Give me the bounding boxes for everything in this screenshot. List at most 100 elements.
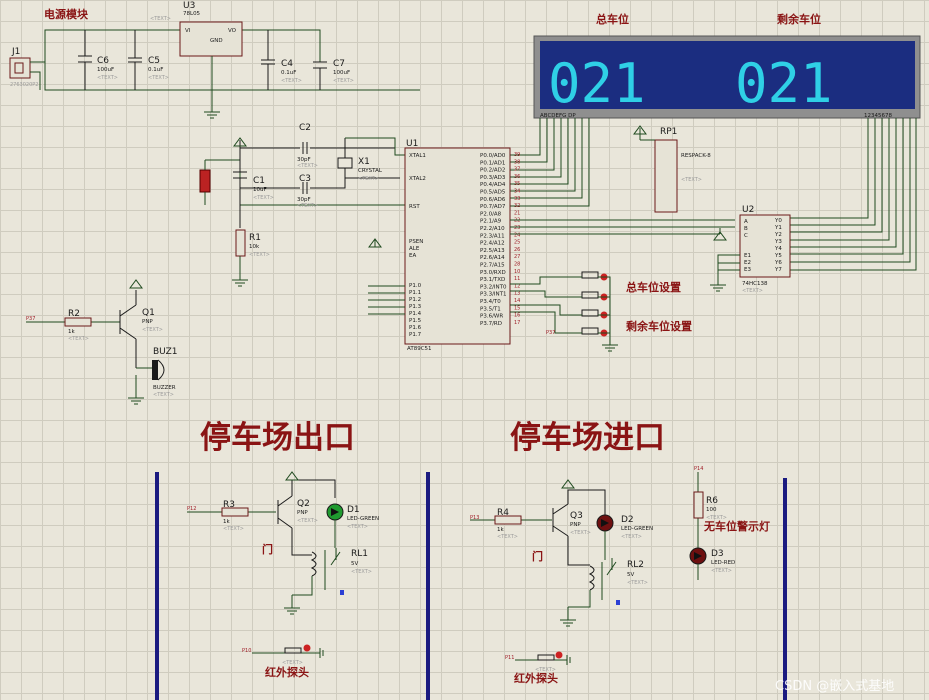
c1-capacitor[interactable]: C1 10uF: [233, 137, 267, 228]
u1-pin-label: P3.2/INT0: [480, 284, 507, 290]
u1-pin-label: PSEN: [409, 239, 423, 245]
svg-text:<TEXT>: <TEXT>: [627, 580, 648, 586]
net-label-p37-q1: P37: [26, 316, 35, 322]
u1-pin-label: P3.3/INT1: [480, 292, 507, 298]
c7-capacitor[interactable]: C7 100uF: [313, 59, 350, 90]
u2-pin-label: Y3: [774, 239, 782, 245]
r2-resistor[interactable]: R2 1k: [26, 309, 120, 335]
u1-pin-label: P2.4/A12: [480, 241, 505, 247]
svg-text:R4: R4: [497, 508, 509, 518]
u1-pin-label: P3.5/T1: [480, 306, 501, 312]
r4-resistor[interactable]: R4 1k: [470, 508, 552, 533]
no-slot-warning-label: 无车位警示灯: [703, 519, 770, 533]
exit-ir-sensor[interactable]: [252, 644, 324, 659]
x1-crystal[interactable]: X1 CRYSTAL: [337, 137, 410, 178]
svg-text:RL1: RL1: [351, 549, 368, 559]
rp1-resistor-pack[interactable]: RP1 RESPACK-8: [633, 125, 711, 213]
svg-text:30pF: 30pF: [297, 157, 311, 163]
r1-resistor[interactable]: R1 10k: [232, 229, 261, 287]
c5-capacitor[interactable]: C5 0.1uF: [128, 30, 163, 90]
d1-led[interactable]: D1 LED-GREEN: [326, 503, 379, 548]
svg-text:<TEXT>: <TEXT>: [148, 75, 169, 81]
svg-text:Q3: Q3: [570, 511, 583, 521]
u1-pin-number: 38: [514, 159, 520, 165]
svg-text:VO: VO: [228, 28, 237, 34]
d3-led[interactable]: D3 LED-RED: [689, 547, 735, 580]
svg-text:C4: C4: [281, 59, 293, 69]
svg-text:0.1uF: 0.1uF: [281, 70, 296, 76]
u1-pin-number: 11: [514, 276, 520, 282]
reset-button[interactable]: [199, 159, 240, 205]
r3-resistor[interactable]: R3 1k: [187, 500, 276, 525]
rl1-relay[interactable]: RL1 5V: [292, 548, 368, 596]
c6-capacitor[interactable]: C6 100uF: [78, 30, 114, 90]
svg-text:<TEXT>: <TEXT>: [97, 75, 118, 81]
svg-text:<TEXT>: <TEXT>: [297, 203, 318, 209]
svg-text:1k: 1k: [497, 527, 504, 533]
j1-connector[interactable]: J1 2763020P2: [9, 47, 38, 88]
q1-transistor[interactable]: Q1 PNP: [119, 279, 155, 368]
u1-pin-label: P0.0/AD0: [480, 153, 506, 159]
u1-pin-number: 39: [514, 152, 520, 158]
c3-capacitor[interactable]: C3 30pF: [240, 174, 400, 203]
u1-pin-label: P0.6/AD6: [480, 197, 506, 203]
u1-pin-number: 32: [514, 203, 520, 209]
u1-pin-number: 37: [514, 167, 520, 173]
svg-text:<TEXT>: <TEXT>: [347, 524, 368, 530]
svg-text:BUZZER: BUZZER: [153, 385, 176, 391]
entrance-ir-sensor[interactable]: [515, 651, 571, 666]
svg-text:<TEXT>: <TEXT>: [281, 78, 302, 84]
svg-text:1k: 1k: [223, 519, 230, 525]
svg-text:C2: C2: [299, 123, 311, 133]
u1-pin-label: P0.7/AD7: [480, 204, 506, 210]
svg-text:74HC138: 74HC138: [742, 281, 768, 287]
svg-text:<TEXT>: <TEXT>: [570, 530, 591, 536]
svg-text:PNP: PNP: [570, 522, 581, 528]
total-digits: 021: [548, 52, 646, 115]
remaining-set-buttons[interactable]: [510, 304, 618, 352]
svg-text:78L05: 78L05: [183, 11, 201, 17]
u2-pin-label: Y2: [774, 232, 782, 238]
d2-led[interactable]: D2 LED-GREEN: [596, 514, 653, 560]
c2-capacitor[interactable]: C2 30pF: [240, 123, 395, 163]
total-set-buttons[interactable]: [510, 271, 611, 345]
buz1-buzzer[interactable]: BUZ1 BUZZER: [128, 347, 178, 405]
u1-microcontroller[interactable]: U1 AT89C51 XTAL1XTAL2RSTPSENALEEAP1.0P1.…: [404, 139, 520, 352]
svg-text:100uF: 100uF: [97, 67, 114, 73]
svg-text:D2: D2: [621, 515, 634, 525]
q3-transistor[interactable]: Q3 PNP: [552, 479, 606, 566]
c4-capacitor[interactable]: C4 0.1uF: [261, 30, 296, 90]
q2-transistor[interactable]: Q2 PNP: [277, 471, 336, 556]
u2-pin-label: E1: [744, 253, 751, 259]
svg-text:U2: U2: [742, 205, 754, 215]
u1-pin-number: 12: [514, 283, 520, 289]
svg-text:<TEXT>: <TEXT>: [297, 518, 318, 524]
u1-pin-label: P3.4/T0: [480, 299, 501, 305]
svg-text:<TEXT>: <TEXT>: [358, 176, 379, 182]
svg-text:BUZ1: BUZ1: [153, 347, 178, 357]
svg-text:<TEXT>: <TEXT>: [282, 660, 303, 666]
svg-text:100: 100: [706, 507, 717, 513]
svg-text:<TEXT>: <TEXT>: [711, 568, 732, 574]
u3-regulator[interactable]: U3 78L05 VI VO GND: [179, 1, 243, 119]
svg-text:<TEXT>: <TEXT>: [68, 336, 89, 342]
u1-pin-label: P2.7/A15: [480, 263, 505, 269]
svg-text:0.1uF: 0.1uF: [148, 67, 163, 73]
u1-pin-label: P1.7: [409, 332, 422, 338]
remaining-slots-title: 剩余车位: [777, 12, 821, 26]
svg-text:LED-RED: LED-RED: [711, 560, 735, 566]
u1-pin-label: P2.5/A13: [480, 248, 505, 254]
u2-pin-label: Y0: [774, 218, 782, 224]
u1-pin-number: 24: [514, 232, 520, 238]
svg-text:<TEXT>: <TEXT>: [223, 526, 244, 532]
rl2-relay[interactable]: RL2 5V: [568, 558, 644, 608]
net-label-p14: P14: [694, 466, 703, 472]
seven-segment-display[interactable]: 021 021 ABCDEFG DP 12345678: [533, 35, 921, 119]
r6-resistor[interactable]: R6 100: [693, 472, 718, 548]
net-label-p10: P10: [242, 648, 251, 654]
j1-ref: J1: [11, 47, 20, 57]
u1-pin-label: P3.1/TXD: [480, 277, 505, 283]
